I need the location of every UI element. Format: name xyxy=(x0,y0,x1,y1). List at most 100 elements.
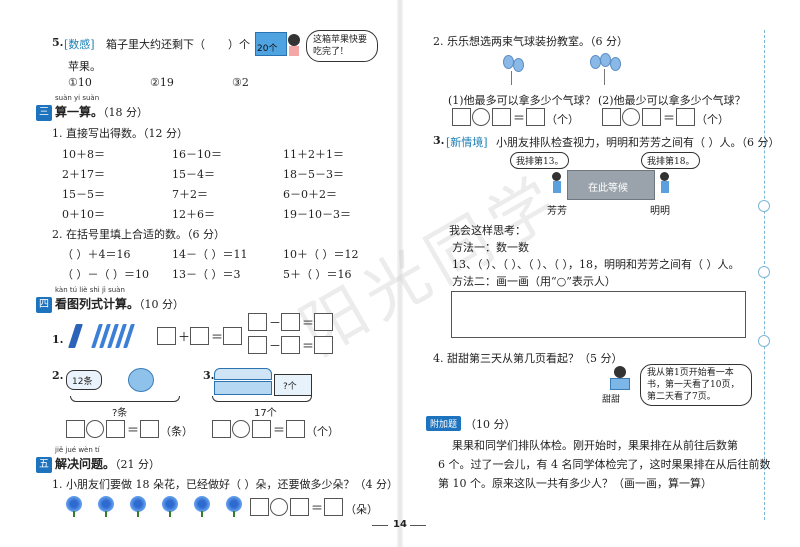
bonus-line-1: 果果和同学们排队体检。刚开始时，果果排在从前往后数第 xyxy=(452,439,738,452)
mystery-box-label: ?个 xyxy=(283,382,297,392)
stacked-boxes-image xyxy=(214,368,274,398)
r-q3-think: 我会这样思考： xyxy=(449,224,526,237)
equals-sign: ＝ xyxy=(302,339,315,353)
q4-2-number: 2. xyxy=(52,369,64,382)
r-q2-unit-2: （个） xyxy=(696,113,729,126)
p2-cell-1-1: 13－（ ）＝3 xyxy=(172,268,241,281)
flower-icon xyxy=(162,496,178,517)
p2-title: 2. 在括号里填上合适的数。（6 分） xyxy=(52,228,225,241)
r-q3-method2: 方法二：画一画（用“○”表示人） xyxy=(452,275,616,288)
page-number: 14 xyxy=(393,519,407,530)
p1-cell-0-1: 16－10＝ xyxy=(172,148,222,161)
answer-box[interactable] xyxy=(452,108,471,126)
q5-text-a: 箱子里大约还剩下（ xyxy=(106,38,205,51)
sec3-score: （18 分） xyxy=(103,106,149,119)
answer-box[interactable] xyxy=(190,327,209,345)
wait-sign-label: 在此等候 xyxy=(588,183,628,194)
answer-box[interactable] xyxy=(212,420,231,438)
fish-bag-image: 12条 xyxy=(66,370,102,390)
q4-3-number: 3. xyxy=(203,369,215,382)
operator-circle[interactable] xyxy=(622,108,640,126)
p2-cell-1-0: （ ）－（ ）＝10 xyxy=(62,268,149,281)
answer-box[interactable] xyxy=(157,327,176,345)
fish-unit: （条） xyxy=(160,425,193,438)
answer-box[interactable] xyxy=(602,108,621,126)
apple-box-label: 20个 xyxy=(257,44,278,54)
answer-box[interactable] xyxy=(314,336,333,354)
divider xyxy=(410,525,426,526)
answer-box[interactable] xyxy=(290,498,309,516)
drawing-area[interactable] xyxy=(451,291,746,338)
answer-box[interactable] xyxy=(281,336,300,354)
bonus-line-2: 6 个。过了一会儿，有 4 名同学体检完了，这时果果排在从后往前数 xyxy=(438,458,771,471)
flower-icon xyxy=(194,496,210,517)
answer-box[interactable] xyxy=(250,498,269,516)
p1-cell-0-2: 11＋2＋1＝ xyxy=(283,148,344,161)
answer-box[interactable] xyxy=(66,420,85,438)
q5-text-c: 苹果。 xyxy=(68,60,101,73)
q5-option-2: ②19 xyxy=(150,76,174,89)
balloon-icon xyxy=(513,58,524,72)
answer-box[interactable] xyxy=(248,313,267,331)
flower-icon xyxy=(130,496,146,517)
name-tiantian: 甜甜 xyxy=(602,395,621,405)
flower-icon xyxy=(66,496,82,517)
answer-box[interactable] xyxy=(286,420,305,438)
minus-sign: － xyxy=(269,316,282,330)
p2-cell-0-0: （ ）＋4＝16 xyxy=(62,248,131,261)
binding-hole-1 xyxy=(758,200,770,212)
bonus-badge: 附加题 xyxy=(426,416,462,431)
p1-cell-1-0: 2＋17＝ xyxy=(62,168,105,181)
equals-sign: ＝ xyxy=(273,423,286,437)
bonus-line-3: 第 10 个。原来这队一共有多少人？（画一画，算一算） xyxy=(438,477,712,490)
r-q3-method1: 方法一：数一数 xyxy=(452,241,529,254)
operator-circle[interactable] xyxy=(270,498,288,516)
name-fangfang: 芳芳 xyxy=(547,206,567,217)
mingming-figure xyxy=(660,172,670,198)
p1-cell-1-2: 18－5－3＝ xyxy=(283,168,344,181)
r-q3-bubble-left: 我排第13。 xyxy=(510,152,570,169)
answer-box[interactable] xyxy=(223,327,242,345)
balloon-icon xyxy=(610,57,621,71)
operator-circle[interactable] xyxy=(232,420,250,438)
box-total-label: 17个 xyxy=(254,408,277,419)
answer-box[interactable] xyxy=(106,420,125,438)
apple-box-image: 20个 xyxy=(255,32,287,56)
sec4-title: 看图列式计算。 xyxy=(55,297,140,311)
answer-box[interactable] xyxy=(140,420,159,438)
bonus-score: （10 分） xyxy=(465,418,516,431)
sec4-pinyin: kàn tú liè shì jì suàn xyxy=(55,286,125,294)
r-q3-bubble-right: 我排第18。 xyxy=(641,152,701,169)
answer-box[interactable] xyxy=(281,313,300,331)
r-q4-speech-bubble: 我从第1页开始看一本书，第一天看了10页，第二天看了7页。 xyxy=(640,364,752,406)
operator-circle[interactable] xyxy=(86,420,104,438)
answer-box[interactable] xyxy=(642,108,661,126)
q5-text-b: ）个 xyxy=(228,38,250,51)
answer-box[interactable] xyxy=(248,336,267,354)
tiantian-reading-image xyxy=(606,366,636,392)
p1-cell-1-1: 15－4＝ xyxy=(172,168,215,181)
flower-icon xyxy=(226,496,242,517)
operator-circle[interactable] xyxy=(472,108,490,126)
r-q3-number: 3. xyxy=(433,134,445,147)
brace xyxy=(70,396,180,402)
sec3-pinyin: suàn yi suàn xyxy=(55,94,100,102)
balloon-string xyxy=(511,71,512,85)
equals-sign: ＝ xyxy=(311,501,324,515)
page-gutter xyxy=(397,0,403,547)
answer-box[interactable] xyxy=(252,420,271,438)
p2-cell-0-1: 14－（ ）＝11 xyxy=(172,248,248,261)
answer-box[interactable] xyxy=(492,108,511,126)
r-q4-text: 4. 甜甜第三天从第几页看起？（5 分） xyxy=(433,352,623,365)
answer-box[interactable] xyxy=(526,108,545,126)
fishbowl-icon xyxy=(128,368,154,392)
equals-sign: ＝ xyxy=(211,330,224,344)
answer-box[interactable] xyxy=(314,313,333,331)
answer-box[interactable] xyxy=(324,498,343,516)
name-mingming: 明明 xyxy=(650,206,670,217)
r-q2-unit-1: （个） xyxy=(546,113,579,126)
answer-box[interactable] xyxy=(676,108,695,126)
mystery-box-image: ?个 xyxy=(274,374,312,396)
sec5-badge: 五 xyxy=(36,457,52,473)
wait-area-sign: 在此等候 xyxy=(567,170,655,200)
